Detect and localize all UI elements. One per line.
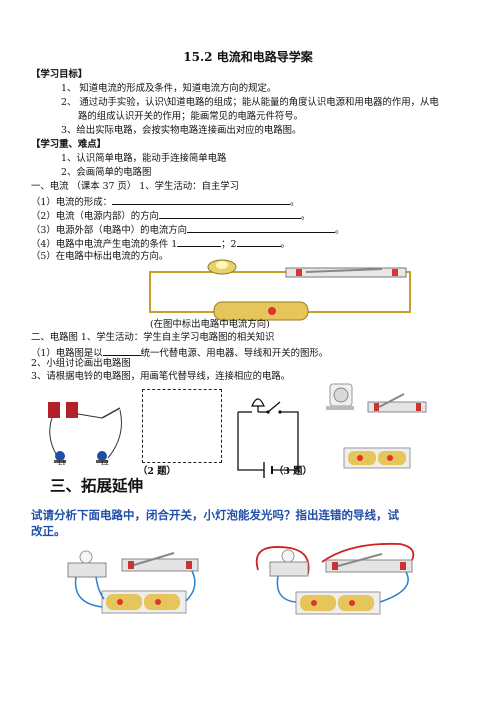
- battery-icon: [213, 301, 309, 321]
- bulb-l1-icon: [54, 451, 66, 463]
- battery-holder-icon: [295, 591, 381, 615]
- goal-item-3: 3、给出实际电路，会按实物电路连接画出对应的电路图。: [61, 125, 302, 136]
- label-question-3: （3 题）: [274, 466, 312, 477]
- battery-pack-icon: [48, 402, 78, 418]
- goal-item-2: 2、 通过动手实验，认识\知道电路的组成；能从能量的角度认识电源和用电器的作用，…: [61, 97, 439, 108]
- circuit-figure-5: [255, 542, 415, 615]
- circuit-figure-4: [67, 550, 199, 614]
- figure-caption: (在图中标出电路中电流方向): [150, 319, 270, 330]
- section2-item2: 2、小组讨论画出电路图: [31, 358, 131, 369]
- blank-q1[interactable]: [111, 195, 290, 205]
- switch-lever: [101, 407, 121, 419]
- blank-q2[interactable]: [158, 209, 301, 219]
- section1-q4: （4）电路中电流产生电流的条件 1；2。: [31, 237, 290, 250]
- goal-item-1: 1、 知道电流的形成及条件，知道电流方向的规定。: [61, 83, 277, 94]
- knife-switch-icon: [325, 553, 413, 573]
- bulb-holder-icon: [269, 549, 309, 577]
- bulb-icon: [207, 259, 237, 275]
- circuit-figure-3-parts: [326, 383, 427, 469]
- label-question-2: （2 题）: [138, 466, 176, 477]
- section1-q1: （1）电流的形成：。: [31, 195, 300, 208]
- label-l1: L1: [58, 460, 66, 467]
- bell-circuit-schematic: [237, 398, 299, 478]
- drawing-area[interactable]: [142, 389, 222, 463]
- battery-holder-icon: [343, 447, 411, 469]
- blank-s2-q1[interactable]: [102, 346, 141, 356]
- keypoints-heading: 【学习重、难点】: [31, 139, 107, 150]
- circuit-figure-2-source: [48, 402, 122, 463]
- knife-switch-icon: [121, 552, 199, 572]
- goals-heading: 【学习目标】: [31, 69, 88, 80]
- section2-item3: 3、请根据电铃的电路图，用画笔代替导线，连接相应的电路。: [31, 371, 291, 382]
- electric-bell-icon: [326, 383, 354, 410]
- bell-icon: [251, 398, 265, 412]
- section3-text-1: 试请分析下面电路中，闭合开关，小灯泡能发光吗？指出连错的导线，试: [31, 508, 399, 522]
- bulb-holder-icon: [67, 550, 107, 578]
- section1-line: 一、电流 （课本 37 页） 1、学生活动：自主学习: [31, 181, 239, 192]
- section2-q1: （1）电路图是以统一代替电源、用电器、导线和开关的图形。: [31, 346, 329, 359]
- keypoint-item-1: 1、认识简单电路，能动手连接简单电路: [61, 153, 227, 164]
- bulb-l2-icon: [96, 451, 108, 463]
- section1-q5: （5）在电路中标出电流的方向。: [31, 251, 169, 262]
- label-l2: L2: [101, 460, 109, 467]
- goal-item-2-cont: 路的组成认识开关的作用；能画常见的电路元件符号。: [78, 111, 304, 122]
- blank-q4-2[interactable]: [236, 237, 281, 247]
- keypoint-item-2: 2、会画简单的电路图: [61, 167, 152, 178]
- knife-switch-icon: [367, 393, 427, 413]
- page-title: 15.2 电流和电路导学案: [183, 50, 313, 64]
- switch-icon: [285, 267, 407, 278]
- section1-q3: （3）电源外部（电路中）的电流方向。: [31, 223, 345, 236]
- blank-q3[interactable]: [186, 223, 335, 233]
- battery-holder-icon: [101, 590, 187, 614]
- switch-symbol: [267, 401, 281, 413]
- section1-q2: （2）电流（电源内部）的方向。: [31, 209, 311, 222]
- section3-heading: 三、拓展延伸: [50, 477, 144, 495]
- circuit-figure-1: [149, 259, 411, 321]
- section3-text-2: 改正。: [31, 524, 66, 538]
- blank-q4-1[interactable]: [177, 237, 222, 247]
- section2-line: 二、电路图 1、学生活动：学生自主学习电路图的相关知识: [31, 332, 275, 343]
